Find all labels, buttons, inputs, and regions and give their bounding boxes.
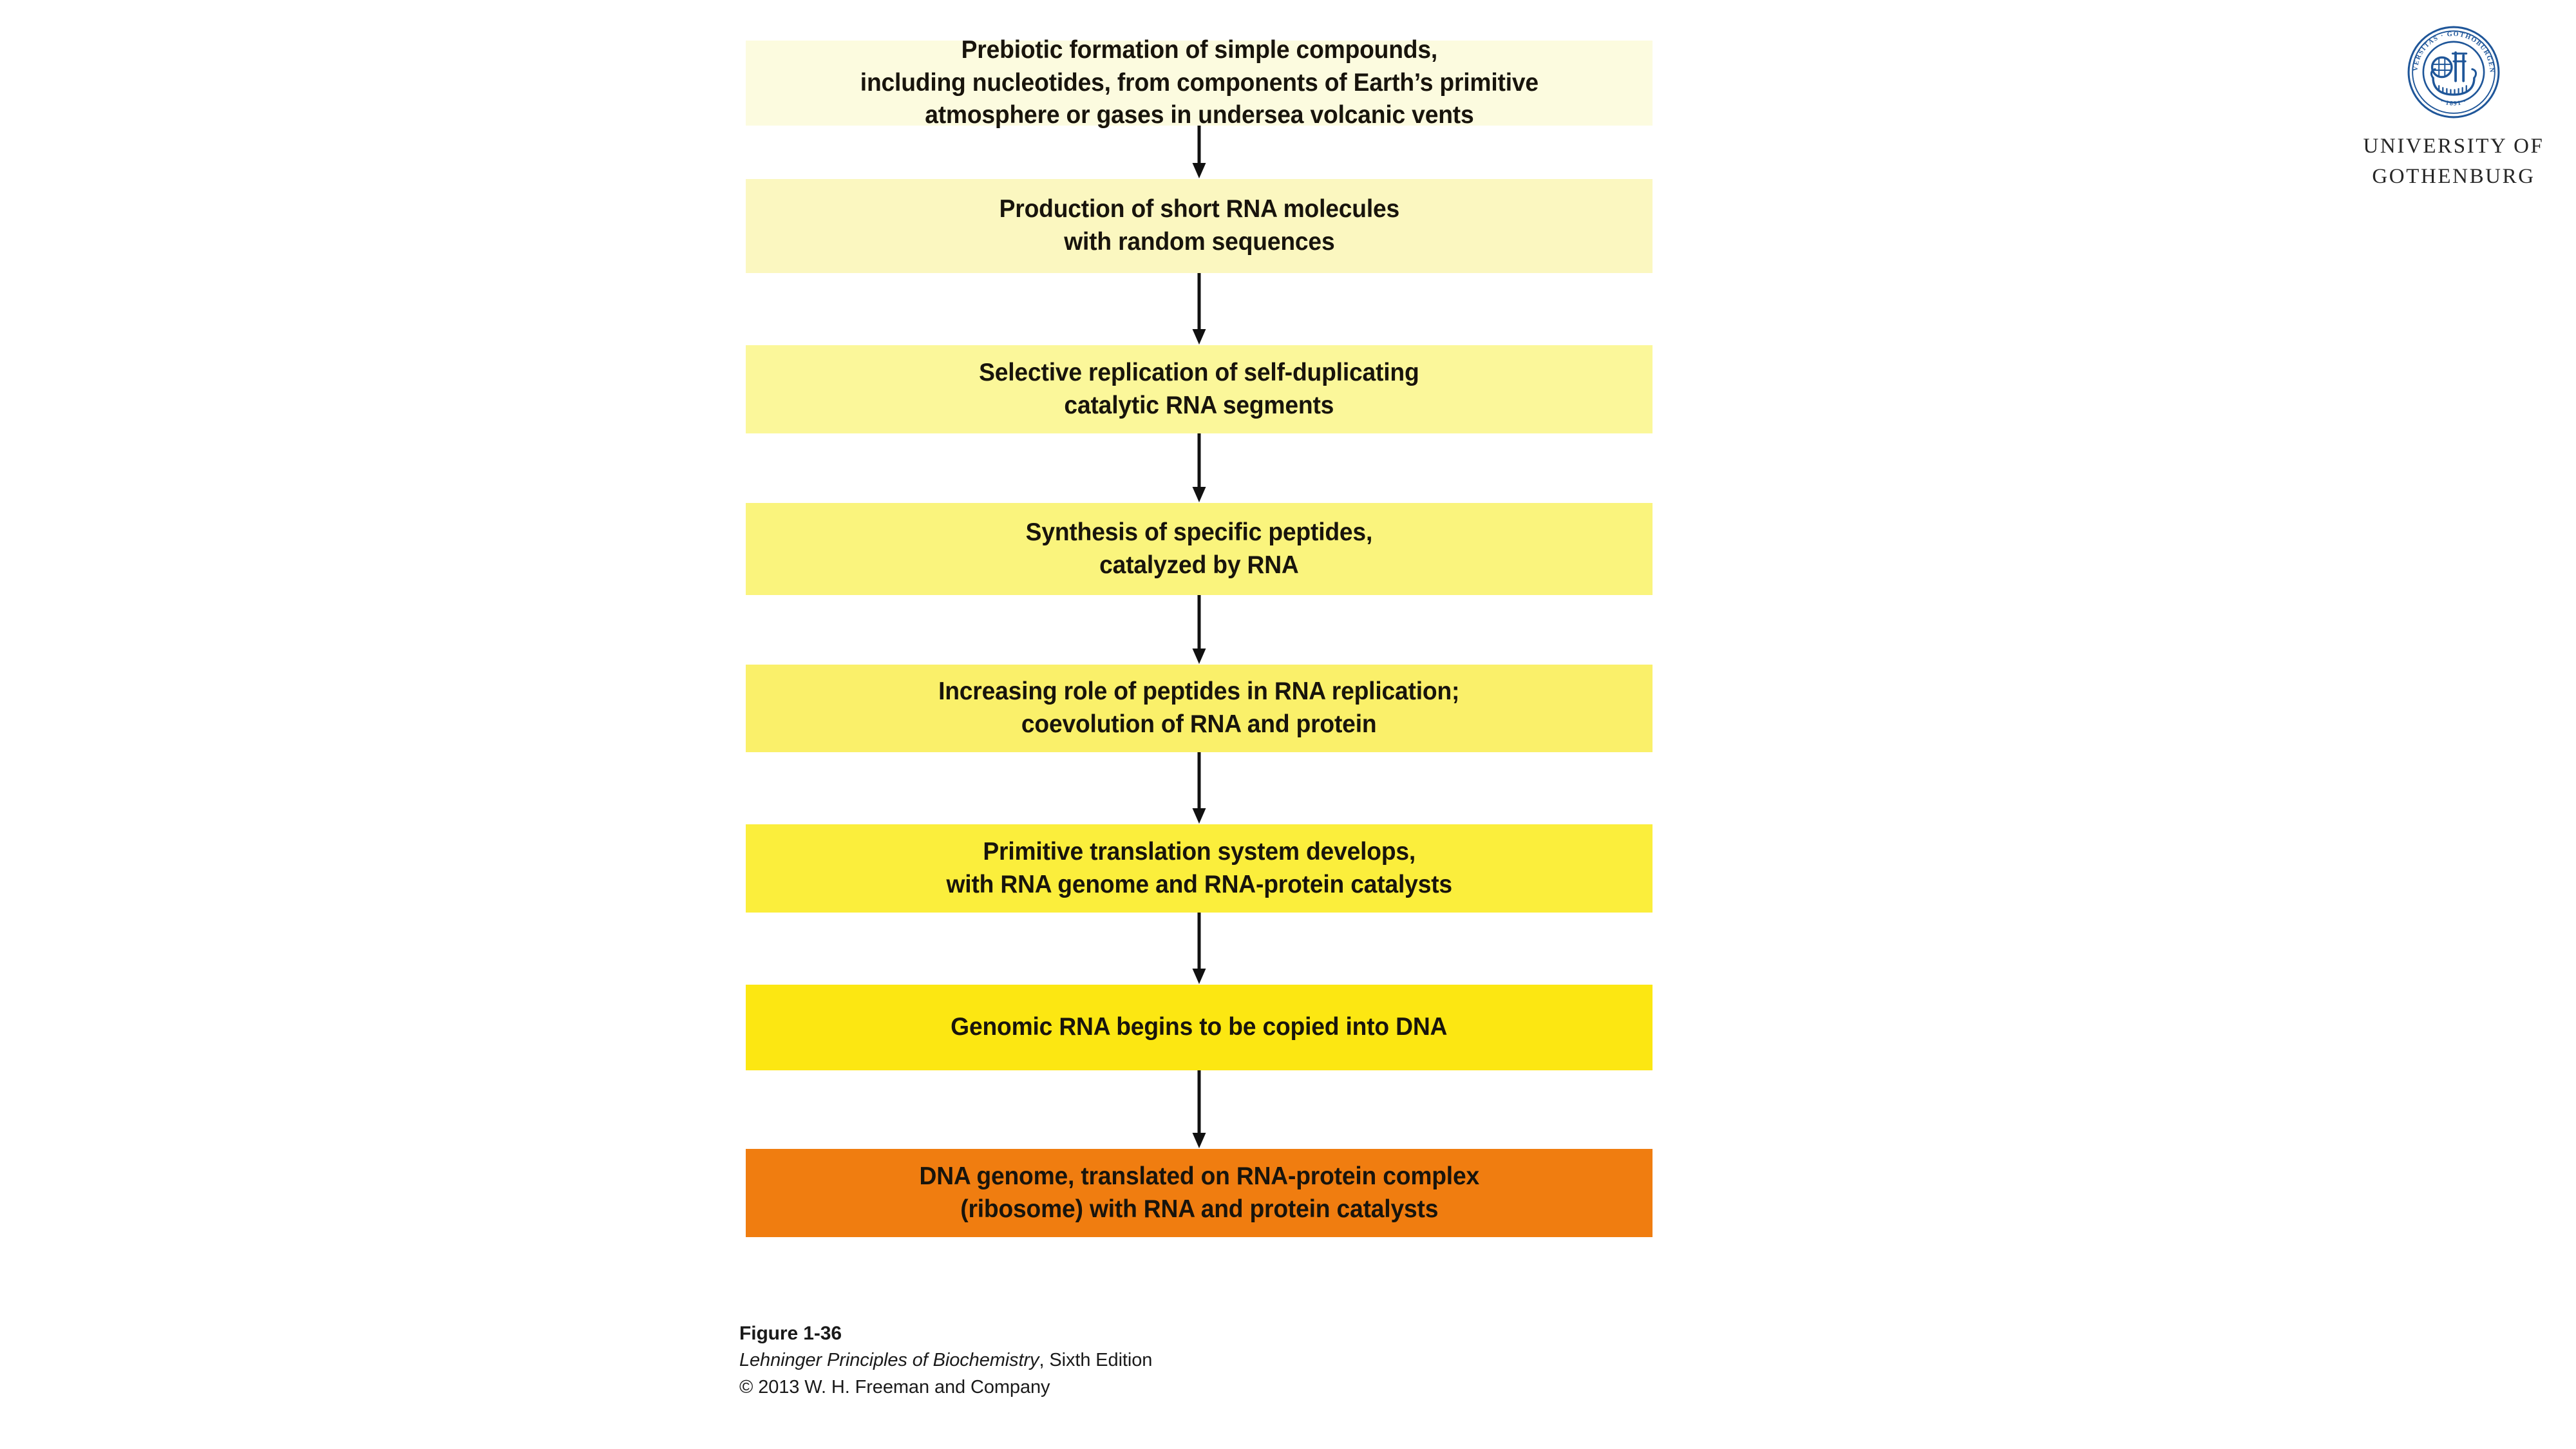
seal-icon-wrap: UNIVERSITAS · GOTHOBURGENSIS · 1891 · (2342, 23, 2566, 121)
flow-connector-7 (746, 1070, 1653, 1149)
university-name: UNIVERSITY OF GOTHENBURG (2363, 135, 2544, 188)
flow-step-label: Primitive translation system develops, w… (946, 837, 1452, 898)
figure-number: Figure 1-36 (739, 1323, 842, 1344)
down-arrow-icon (1192, 1070, 1206, 1148)
flow-step-label: Production of short RNA molecules with r… (999, 195, 1399, 256)
flow-step-label: Increasing role of peptides in RNA repli… (938, 677, 1460, 738)
down-arrow-icon (1192, 913, 1206, 984)
flow-connector-4 (746, 595, 1653, 665)
figure-source: Lehninger Principles of Biochemistry, Si… (739, 1349, 1152, 1373)
flow-step-selective-replication: Selective replication of self-duplicatin… (746, 345, 1653, 433)
svg-text:· 1891 ·: · 1891 · (2439, 98, 2468, 108)
university-seal-icon: UNIVERSITAS · GOTHOBURGENSIS · 1891 · (2405, 23, 2500, 118)
flow-step-rna-copied-to-dna: Genomic RNA begins to be copied into DNA (746, 985, 1653, 1070)
flow-connector-6 (746, 913, 1653, 985)
flow-step-peptide-rna-coevolution: Increasing role of peptides in RNA repli… (746, 665, 1653, 752)
flow-step-label: Selective replication of self-duplicatin… (979, 358, 1419, 419)
university-logo: UNIVERSITAS · GOTHOBURGENSIS · 1891 · (2342, 23, 2566, 192)
down-arrow-icon (1192, 433, 1206, 502)
source-title: Lehninger Principles of Biochemistry (739, 1350, 1039, 1371)
flow-step-prebiotic-formation: Prebiotic formation of simple compounds,… (746, 36, 1653, 129)
source-edition: , Sixth Edition (1039, 1350, 1153, 1371)
flow-step-primitive-translation: Primitive translation system develops, w… (746, 824, 1653, 913)
flow-step-label: Synthesis of specific peptides, catalyze… (1025, 518, 1373, 579)
down-arrow-icon (1192, 752, 1206, 824)
flowchart: Prebiotic formation of simple compounds,… (746, 36, 1653, 1237)
figure-caption: Figure 1-36 Lehninger Principles of Bioc… (739, 1321, 1152, 1400)
flow-connector-3 (746, 433, 1653, 503)
flow-step-label: Genomic RNA begins to be copied into DNA (951, 1013, 1448, 1041)
flow-step-dna-genome-ribosome: DNA genome, translated on RNA-protein co… (746, 1149, 1653, 1237)
flow-connector-5 (746, 752, 1653, 824)
flow-step-label: DNA genome, translated on RNA-protein co… (919, 1162, 1479, 1223)
flow-connector-1 (746, 126, 1653, 179)
flow-step-short-rna-production: Production of short RNA molecules with r… (746, 179, 1653, 273)
down-arrow-icon (1192, 126, 1206, 178)
down-arrow-icon (1192, 273, 1206, 345)
down-arrow-icon (1192, 595, 1206, 664)
figure-copyright: © 2013 W. H. Freeman and Company (739, 1377, 1050, 1398)
flow-step-label: Prebiotic formation of simple compounds,… (860, 35, 1539, 129)
flow-connector-2 (746, 273, 1653, 345)
flow-step-peptide-synthesis: Synthesis of specific peptides, catalyze… (746, 503, 1653, 595)
